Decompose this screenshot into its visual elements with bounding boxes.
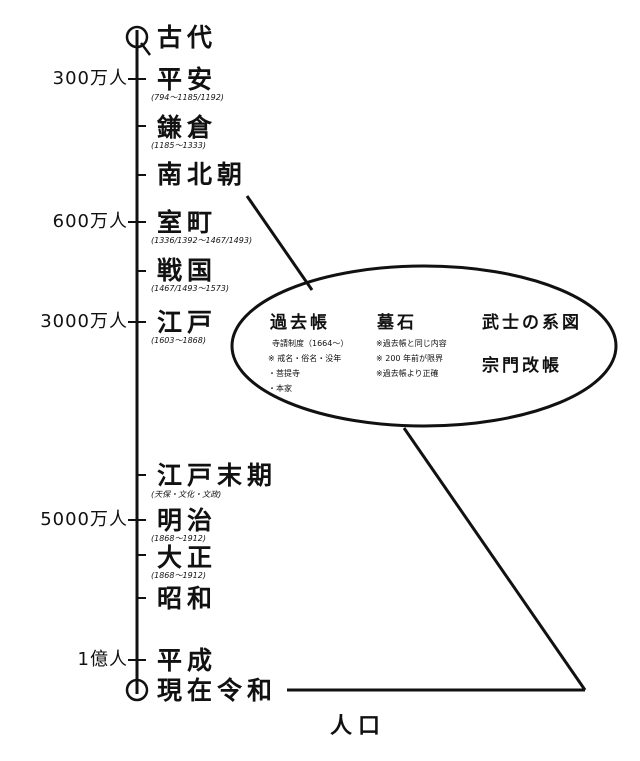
population-axis-label: 人口 — [330, 714, 387, 739]
era-heian-dates: (794〜1185/1192) — [151, 93, 224, 102]
era-meiji: 明治 — [157, 506, 218, 535]
population-300man: 300万人 — [52, 68, 128, 89]
era-kodai: 古代 — [157, 23, 218, 52]
record-bushi-title: 武士の系図 — [482, 313, 582, 333]
era-sengoku-dates: (1467/1493〜1573) — [151, 284, 230, 293]
record-kakocho-title: 過去帳 — [270, 313, 330, 333]
callout-pointer-line — [245, 195, 314, 291]
record-haka-note-2: ※ 200 年前が限界 — [376, 354, 444, 363]
connector-diagonal — [402, 427, 587, 691]
era-meiji-dates: (1868〜1912) — [151, 534, 206, 543]
population-ticks — [128, 78, 137, 661]
era-sengoku: 戦国 — [157, 256, 218, 285]
era-kamakura: 鎌倉 — [157, 113, 218, 142]
era-edo-late: 江戸末期 — [157, 461, 278, 490]
population-600man: 600万人 — [52, 211, 128, 232]
record-kakocho-note-4: ・本家 — [268, 384, 292, 393]
records-ellipse — [230, 264, 618, 428]
era-muromachi-dates: (1336/1392〜1467/1493) — [151, 236, 253, 245]
era-heisei: 平成 — [157, 646, 218, 675]
record-haka-note-3: ※過去帳より正確 — [376, 369, 439, 378]
timeline-start-circle — [125, 25, 149, 49]
population-3000man: 3000万人 — [40, 311, 128, 332]
record-kakocho-note-1: 寺請制度（1664〜） — [272, 339, 349, 348]
record-shumon-title: 宗門改帳 — [482, 356, 562, 376]
era-edo-late-dates: (天保・文化・文政) — [151, 490, 222, 499]
population-5000man: 5000万人 — [40, 509, 128, 530]
record-kakocho-note-3: ・菩提寺 — [268, 369, 300, 378]
era-kamakura-dates: (1185〜1333) — [151, 141, 206, 150]
population-1oku: 1億人 — [77, 649, 128, 670]
era-muromachi: 室町 — [157, 208, 218, 237]
era-heian: 平安 — [157, 65, 218, 94]
record-haka-note-1: ※過去帳と同じ内容 — [376, 339, 447, 348]
record-kakocho-note-2: ※ 戒名・俗名・没年 — [268, 354, 342, 363]
era-nanbokucho: 南北朝 — [157, 160, 248, 189]
era-showa: 昭和 — [157, 584, 218, 613]
timeline-end-circle — [125, 678, 149, 702]
era-taisho: 大正 — [157, 543, 218, 572]
top-arrow-hook — [140, 42, 151, 56]
era-edo: 江戸 — [157, 308, 218, 337]
era-taisho-dates: (1868〜1912) — [151, 571, 206, 580]
era-ticks — [137, 78, 146, 661]
era-reiwa: 現在令和 — [157, 676, 278, 705]
record-haka-title: 墓石 — [377, 313, 417, 333]
era-edo-dates: (1603〜1868) — [151, 336, 206, 345]
